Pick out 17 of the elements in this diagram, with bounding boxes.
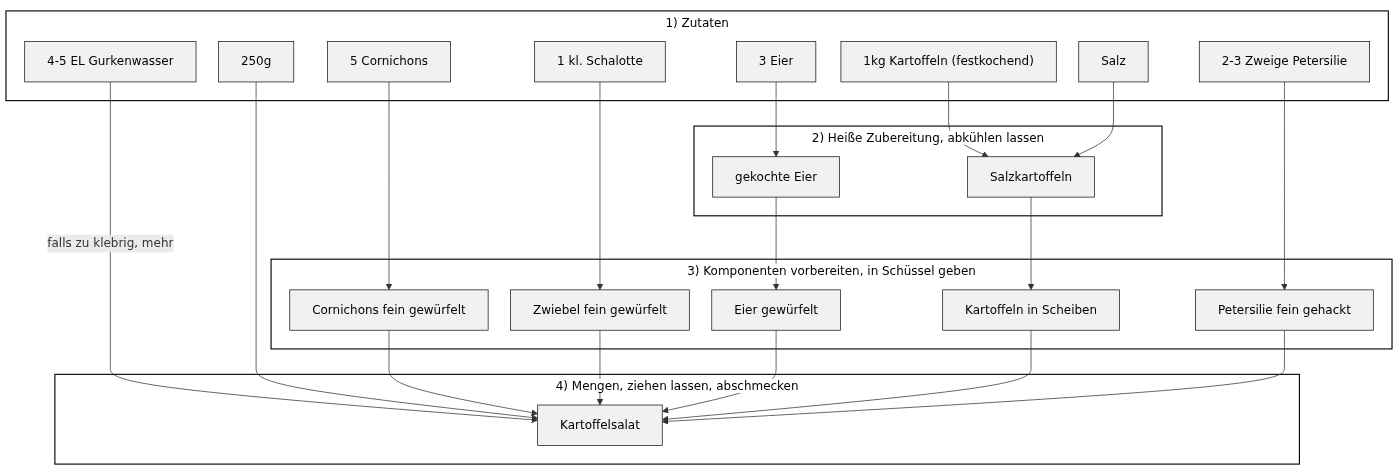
node-box: Kartoffelsalat (537, 404, 663, 446)
node-box: 4-5 EL Gurkenwasser (24, 41, 197, 83)
node-box: Eier gewürfelt (711, 289, 841, 331)
node-box: 1 kl. Schalotte (534, 41, 666, 83)
node-box: gekochte Eier (712, 156, 840, 198)
node-box: Zwiebel fein gewürfelt (510, 289, 690, 331)
node-box: Cornichons fein gewürfelt (289, 289, 489, 331)
node-box: Kartoffeln in Scheiben (942, 289, 1120, 331)
node-box: 2-3 Zweige Petersilie (1198, 41, 1370, 83)
node-box: 5 Cornichons (327, 41, 451, 83)
node-box: 1kg Kartoffeln (festkochend) (840, 41, 1057, 83)
node-box: 250g (218, 41, 295, 83)
node-box: Salz (1078, 41, 1149, 83)
node-box: 3 Eier (736, 41, 817, 83)
node-box: Petersilie fein gehackt (1195, 289, 1374, 331)
edge-label: falls zu klebrig, mehr (47, 236, 174, 251)
node-box: Salzkartoffeln (967, 156, 1095, 198)
